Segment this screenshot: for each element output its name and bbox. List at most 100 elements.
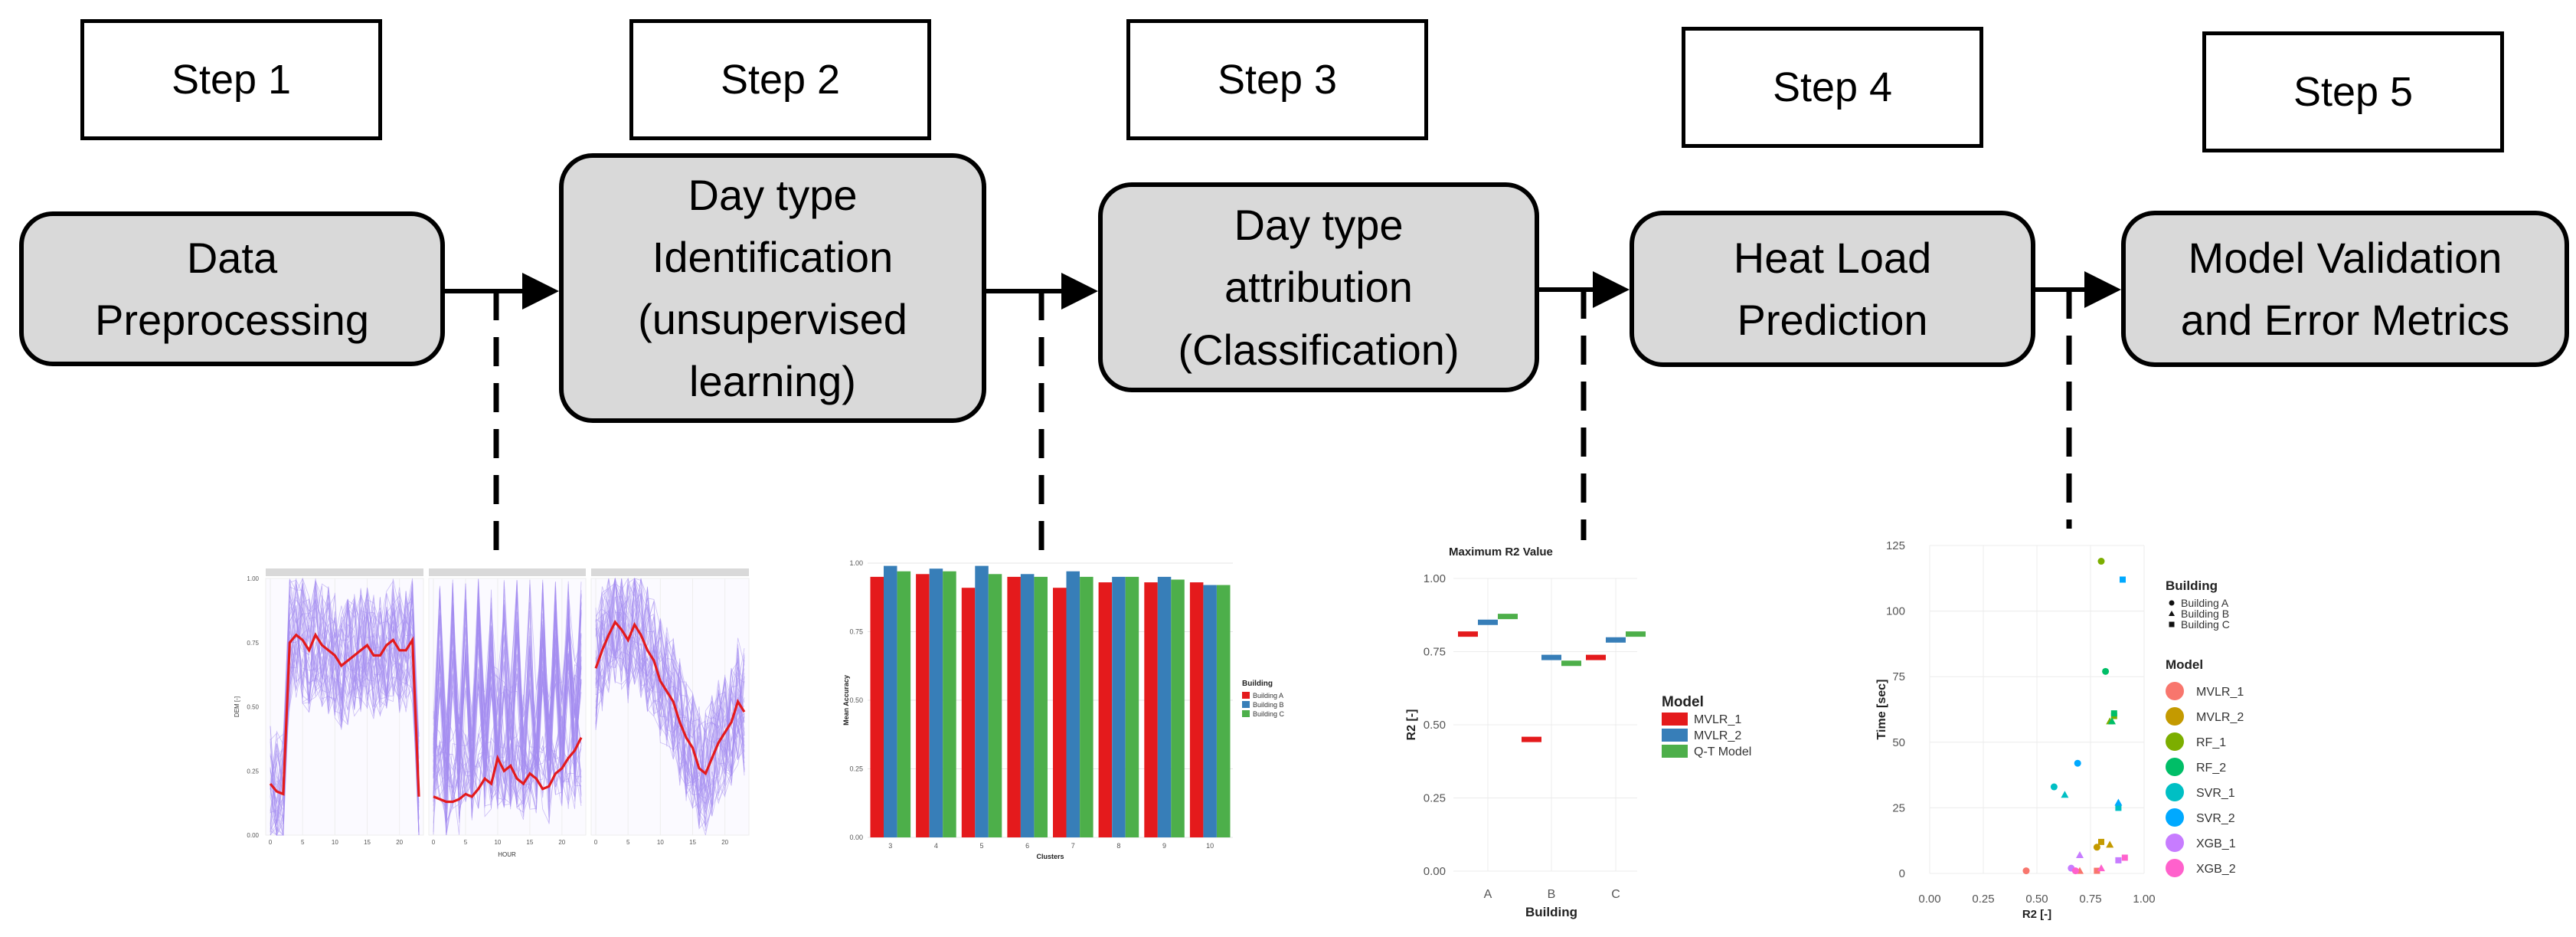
profile-line (270, 585, 420, 836)
profile-line (433, 621, 582, 804)
model-point (2097, 864, 2105, 872)
y-tick-label: 0.50 (247, 704, 259, 711)
x-axis-label: Clusters (1036, 853, 1064, 860)
y-tick-label: 1.00 (1424, 572, 1446, 585)
bar (1053, 588, 1067, 837)
step-3-label: Step 3 (1126, 19, 1428, 140)
y-tick-label: 50 (1892, 736, 1905, 749)
legend-label: MVLR_1 (2196, 686, 2244, 699)
model-point (2097, 558, 2105, 565)
chart-background (1868, 529, 2328, 927)
bar (943, 571, 956, 837)
model-point (2074, 759, 2081, 767)
profile-line (595, 578, 745, 809)
bar (1144, 582, 1158, 837)
model-point (2094, 867, 2100, 874)
legend-label: MVLR_2 (2196, 711, 2244, 724)
x-axis-label: R2 [-] (2022, 908, 2051, 921)
x-tick-label: 15 (526, 839, 533, 846)
chart-title: Maximum R2 Value (1449, 545, 1553, 559)
profile-line (270, 589, 420, 831)
x-tick-label: 6 (1025, 842, 1029, 850)
profile-line (270, 584, 420, 824)
model-point (2071, 867, 2079, 875)
facet-strip (591, 568, 749, 576)
profile-line (433, 580, 582, 824)
profile-line (595, 612, 745, 784)
bar (1112, 576, 1126, 837)
legend-label: Building B (2181, 608, 2229, 620)
y-tick-label: 75 (1892, 670, 1905, 683)
bar (1203, 585, 1217, 837)
mean-profile-line (433, 736, 583, 804)
legend-title: Model (2166, 657, 2203, 672)
step-2-label: Step 2 (629, 19, 931, 140)
legend-key (2169, 611, 2175, 616)
x-tick-label: 9 (1162, 842, 1166, 850)
profile-line (595, 578, 745, 820)
profile-line (595, 578, 745, 778)
bar (1171, 579, 1185, 837)
legend-label: Q-T Model (1694, 745, 1751, 758)
legend-label: SVR_1 (2196, 787, 2235, 800)
legend-key (2166, 732, 2184, 751)
bar (897, 571, 911, 837)
x-tick-label: 0.75 (2079, 893, 2101, 906)
y-tick-label: 0.25 (849, 765, 863, 773)
x-axis-label: Building (1525, 905, 1577, 919)
profile-line (270, 580, 420, 836)
legend-key (2166, 707, 2184, 726)
legend-label: Building B (1253, 701, 1284, 709)
x-tick-label: 0 (269, 839, 273, 846)
legend-key (2166, 834, 2184, 852)
process-data-preprocessing: Data Preprocessing (19, 211, 445, 366)
profile-line (270, 600, 420, 817)
x-tick-label: 10 (332, 839, 338, 846)
mean-profile-line (594, 620, 746, 776)
legend-key (2166, 783, 2184, 801)
y-tick-label: 1.00 (247, 575, 259, 582)
legend-label: RF_2 (2196, 762, 2226, 775)
legend-title: Building (2166, 578, 2218, 593)
bar (1098, 582, 1113, 837)
x-tick-label: 0 (432, 839, 436, 846)
bar (1217, 585, 1231, 837)
y-axis-label: Mean Accuracy (842, 675, 850, 726)
x-tick-label: 3 (888, 842, 892, 850)
model-point (2098, 838, 2104, 845)
x-tick-label: A (1484, 888, 1492, 901)
facet-strip (266, 568, 423, 576)
model-point (2106, 840, 2114, 848)
legend-label: RF_1 (2196, 736, 2226, 749)
y-tick-label: 0 (1899, 867, 1905, 880)
legend-label: Building A (2181, 597, 2229, 609)
y-tick-label: 0.00 (849, 834, 863, 841)
legend-title: Building (1242, 680, 1273, 688)
y-axis-label: DEM [-] (234, 696, 240, 717)
y-axis-label: R2 [-] (1405, 709, 1418, 741)
x-tick-label: 1.00 (2133, 893, 2155, 906)
bar (916, 574, 930, 837)
chart-background (1394, 540, 1777, 923)
legend-label: Building C (2181, 618, 2230, 631)
x-tick-label: 15 (364, 839, 371, 846)
model-point (2121, 854, 2128, 861)
model-point (2108, 717, 2116, 725)
y-axis-label: Time [sec] (1875, 680, 1888, 740)
profile-line (433, 584, 582, 806)
process-heat-load-prediction: Heat Load Prediction (1630, 211, 2035, 367)
x-tick-label: 4 (934, 842, 938, 850)
legend-label: MVLR_1 (1694, 713, 1741, 726)
profile-line (270, 591, 420, 836)
bar (1157, 576, 1172, 837)
bar (870, 576, 884, 837)
y-tick-label: 0.25 (247, 768, 259, 775)
legend-key (2166, 682, 2184, 700)
y-tick-label: 0.50 (1424, 719, 1446, 732)
model-point (2061, 791, 2069, 798)
process-model-validation: Model Validation and Error Metrics (2121, 211, 2569, 367)
model-point (2076, 851, 2084, 859)
